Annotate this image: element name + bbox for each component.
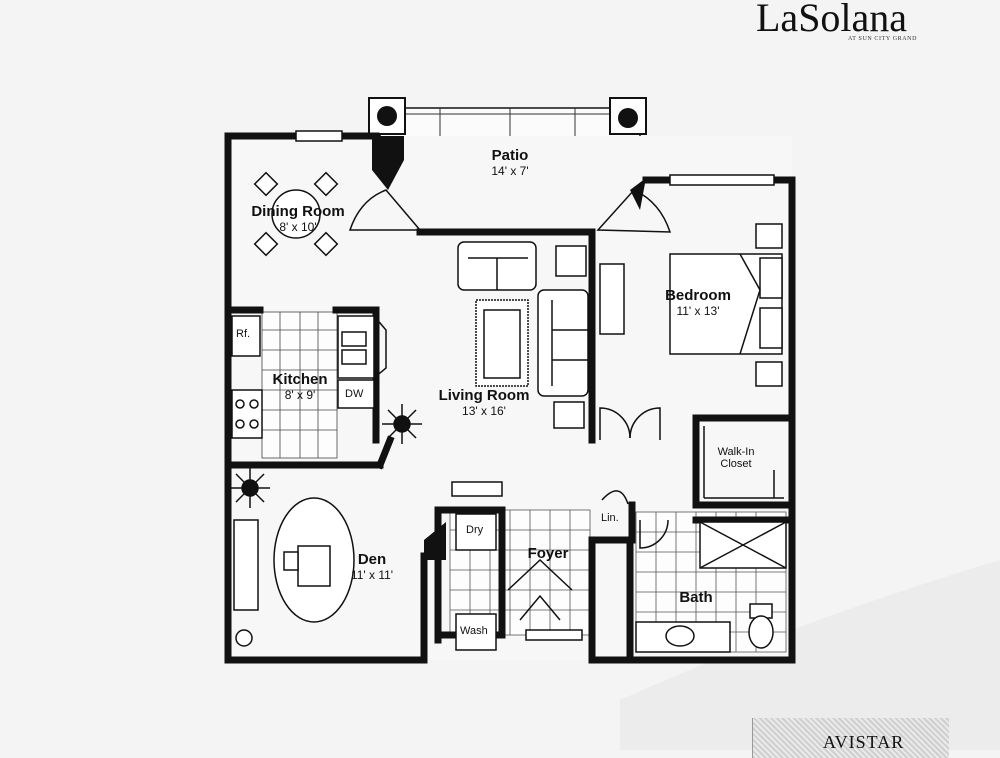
- plant-living-icon: [382, 404, 422, 444]
- plant-den-icon: [230, 468, 270, 508]
- room-label-closet: Walk-In Closet: [718, 446, 755, 470]
- range: [231, 389, 263, 439]
- kitchen-fixtures: [231, 315, 387, 439]
- room-label-foyer: Foyer: [527, 545, 569, 563]
- patio-door-right: [596, 189, 672, 233]
- fixture-label-linen: Lin.: [601, 512, 619, 524]
- room-dims: 14' x 7': [491, 163, 529, 178]
- wall-corner-den: [424, 522, 446, 560]
- nightstand-top: [755, 223, 783, 249]
- closet-line1: Walk-In: [717, 446, 755, 458]
- room-label-patio: Patio 14' x 7': [491, 147, 529, 178]
- laundry-fixtures: [451, 481, 503, 651]
- room-name: Den: [357, 551, 387, 568]
- windows: [295, 130, 775, 186]
- dishwasher: [337, 379, 375, 409]
- patio-door-left: [348, 189, 422, 231]
- coffee-table: [483, 309, 521, 379]
- sofa: [537, 289, 589, 397]
- brand-logo: LaSolana: [756, 0, 908, 40]
- washer: [455, 613, 497, 651]
- background-swoosh: [620, 560, 1000, 750]
- room-label-den: Den 11' x 11': [350, 551, 394, 582]
- room-dims: 13' x 16': [462, 403, 506, 418]
- brand-tagline: AT SUN CITY GRAND: [848, 36, 918, 42]
- room-name: Foyer: [527, 545, 569, 562]
- desk-chair: [283, 551, 299, 571]
- dresser: [599, 263, 625, 335]
- room-name: Patio: [491, 147, 529, 164]
- toilet: [748, 615, 774, 649]
- room-dims: 11' x 13': [676, 303, 720, 318]
- room-name: Dining Room: [251, 203, 345, 220]
- room-dims: 11' x 11': [350, 567, 394, 582]
- bedroom-furniture: [599, 223, 783, 387]
- wall-corner-right: [630, 178, 646, 210]
- room-name: Kitchen: [272, 371, 328, 388]
- room-dims: 8' x 10': [279, 219, 317, 234]
- living-room-furniture: [457, 241, 589, 429]
- closet-rod: [703, 426, 784, 499]
- kitchen-counter: [337, 315, 375, 379]
- room-label-bath: Bath: [679, 589, 713, 607]
- fixture-label-dryer: Dry: [466, 524, 484, 536]
- room-label-dining: Dining Room 8' x 10': [251, 203, 345, 234]
- plan-name: AVISTAR: [823, 732, 905, 752]
- wall-corner-left: [372, 136, 404, 190]
- sink: [665, 625, 695, 647]
- walls: [224, 132, 796, 664]
- desk: [297, 545, 331, 587]
- closet-line2: Closet: [720, 458, 752, 471]
- foyer-doors: [507, 490, 629, 641]
- refrigerator: [231, 315, 261, 357]
- fixture-label-dishwasher: DW: [345, 388, 364, 400]
- fixture-label-washer: Wash: [460, 625, 488, 637]
- room-label-living: Living Room 13' x 16': [438, 387, 530, 418]
- den-furniture: [233, 497, 355, 647]
- kitchen-tile: [261, 311, 338, 459]
- room-name: Bath: [679, 589, 713, 606]
- den-sofa: [233, 519, 259, 611]
- nightstand-bottom: [755, 361, 783, 387]
- room-label-bedroom: Bedroom 11' x 13': [665, 287, 731, 318]
- room-name: Living Room: [438, 387, 530, 404]
- fixture-label-refrigerator: Rf.: [236, 328, 251, 340]
- end-table-top: [555, 245, 587, 277]
- den-lamp: [235, 629, 253, 647]
- plan-name-badge: AVISTAR: [752, 718, 949, 758]
- room-dims: 8' x 9': [284, 387, 316, 402]
- room-name: Bedroom: [665, 287, 731, 304]
- room-label-kitchen: Kitchen 8' x 9': [272, 371, 328, 402]
- bedroom-doors: [599, 407, 661, 440]
- entry-console: [451, 481, 503, 497]
- dining-table: [253, 171, 339, 257]
- end-table-bottom: [553, 401, 585, 429]
- dryer: [455, 513, 497, 551]
- bath-fixtures: [635, 519, 774, 653]
- shower: [699, 521, 787, 569]
